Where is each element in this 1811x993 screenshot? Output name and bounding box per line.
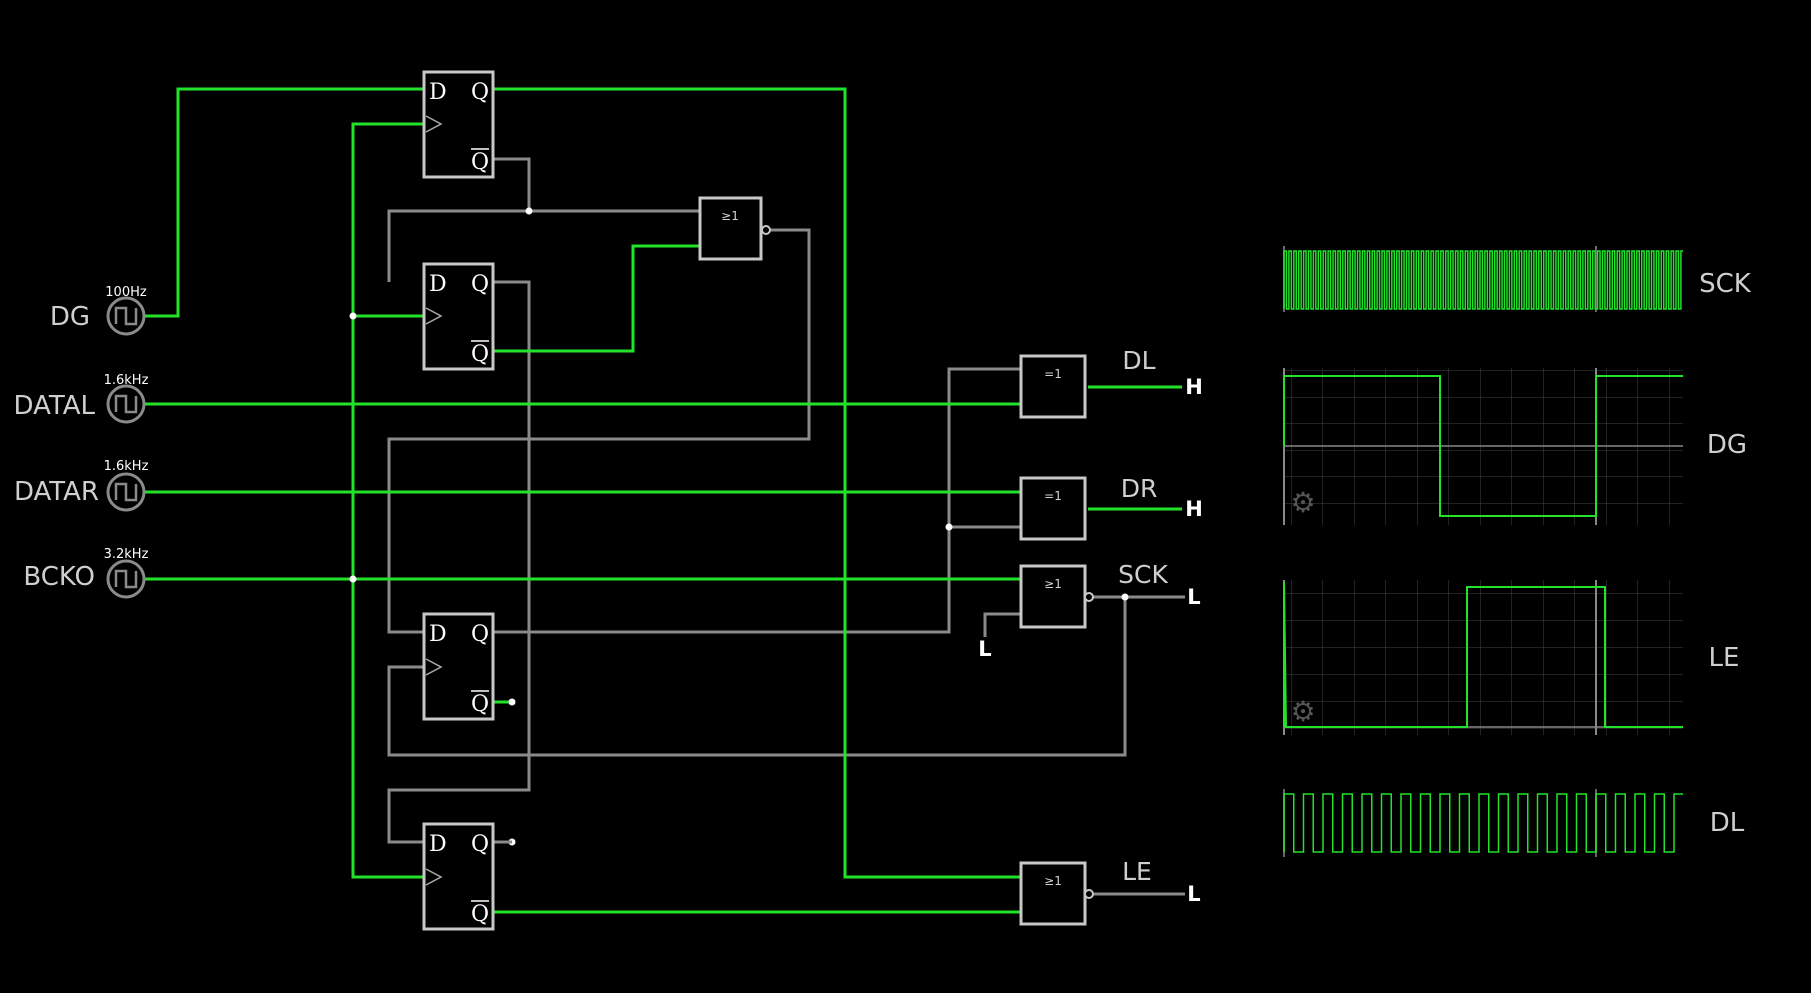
junction-dots	[349, 207, 1129, 846]
d-flipflop-2[interactable]: D Q Q	[422, 262, 495, 371]
d-pin-label: D	[429, 622, 447, 647]
square-wave-icon	[114, 569, 138, 589]
output-label-dl: DL	[1122, 346, 1155, 375]
trace-label: DL	[1710, 808, 1745, 838]
svg-text:≥1: ≥1	[1044, 874, 1062, 888]
qbar-pin-label: Q	[471, 150, 489, 175]
output-probe-le[interactable]: L	[1187, 882, 1200, 906]
clock-frequency: 3.2kHz	[104, 547, 149, 562]
d-flipflop-1[interactable]: D Q Q	[422, 70, 495, 179]
clock-source-datar[interactable]: DATAR 1.6kHz	[14, 459, 149, 512]
clock-frequency: 1.6kHz	[104, 373, 149, 388]
nor-gate-le[interactable]: ≥1	[1019, 861, 1094, 926]
d-flipflop-4[interactable]: D Q Q	[422, 822, 495, 931]
scope-trace-dg[interactable]: ⚙ DG	[1283, 368, 1747, 525]
clock-edge-icon	[425, 868, 443, 886]
svg-text:≥1: ≥1	[1044, 577, 1062, 591]
q-pin-label: Q	[471, 80, 489, 105]
clock-frequency: 100Hz	[105, 285, 147, 300]
square-wave-icon	[114, 394, 138, 414]
q-pin-label: Q	[471, 622, 489, 647]
clock-source-dg[interactable]: DG 100Hz	[50, 285, 147, 336]
square-wave-icon	[114, 482, 138, 502]
output-label-sck: SCK	[1118, 560, 1168, 589]
svg-text:=1: =1	[1044, 489, 1062, 503]
clock-source-bcko[interactable]: BCKO 3.2kHz	[23, 547, 149, 599]
clock-label: DG	[50, 302, 90, 332]
scope-trace-le[interactable]: ⚙ LE	[1283, 580, 1740, 735]
xor-gate-dr[interactable]: =1	[1019, 476, 1087, 541]
scope-trace-dl[interactable]: DL	[1283, 789, 1745, 857]
output-probe-dl[interactable]: H	[1185, 375, 1203, 399]
wires-high	[145, 87, 1182, 914]
clock-edge-icon	[425, 658, 443, 676]
clock-edge-icon	[425, 115, 443, 133]
clock-source-datal[interactable]: DATAL 1.6kHz	[14, 373, 149, 424]
clock-frequency: 1.6kHz	[104, 459, 149, 474]
nor-gate-sck[interactable]: ≥1	[1019, 564, 1094, 629]
output-probe-sck[interactable]: L	[1187, 585, 1200, 609]
clock-label: DATAL	[14, 391, 96, 421]
d-flipflop-3[interactable]: D Q Q	[422, 612, 495, 721]
q-pin-label: Q	[471, 272, 489, 297]
constant-low-input[interactable]: L	[978, 637, 991, 661]
square-wave-icon	[114, 306, 138, 326]
output-probe-dr[interactable]: H	[1185, 497, 1203, 521]
clock-label: DATAR	[14, 477, 99, 507]
svg-text:≥1: ≥1	[721, 209, 739, 223]
output-label-dr: DR	[1121, 474, 1158, 503]
qbar-pin-label: Q	[471, 902, 489, 927]
qbar-pin-label: Q	[471, 342, 489, 367]
qbar-pin-label: Q	[471, 692, 489, 717]
clock-edge-icon	[425, 307, 443, 325]
d-pin-label: D	[429, 272, 447, 297]
trace-label: SCK	[1699, 269, 1752, 299]
nor-gate[interactable]: ≥1	[698, 196, 771, 261]
trace-label: LE	[1709, 643, 1740, 673]
xor-gate-dl[interactable]: =1	[1019, 354, 1087, 419]
scope-trace-sck[interactable]: SCK	[1283, 246, 1752, 312]
output-label-le: LE	[1122, 857, 1152, 886]
gear-icon: ⚙	[1290, 486, 1315, 519]
trace-label: DG	[1707, 430, 1747, 460]
svg-text:=1: =1	[1044, 367, 1062, 381]
clock-label: BCKO	[23, 562, 95, 592]
d-pin-label: D	[429, 832, 447, 857]
q-pin-label: Q	[471, 832, 489, 857]
gear-icon: ⚙	[1290, 695, 1315, 728]
d-pin-label: D	[429, 80, 447, 105]
